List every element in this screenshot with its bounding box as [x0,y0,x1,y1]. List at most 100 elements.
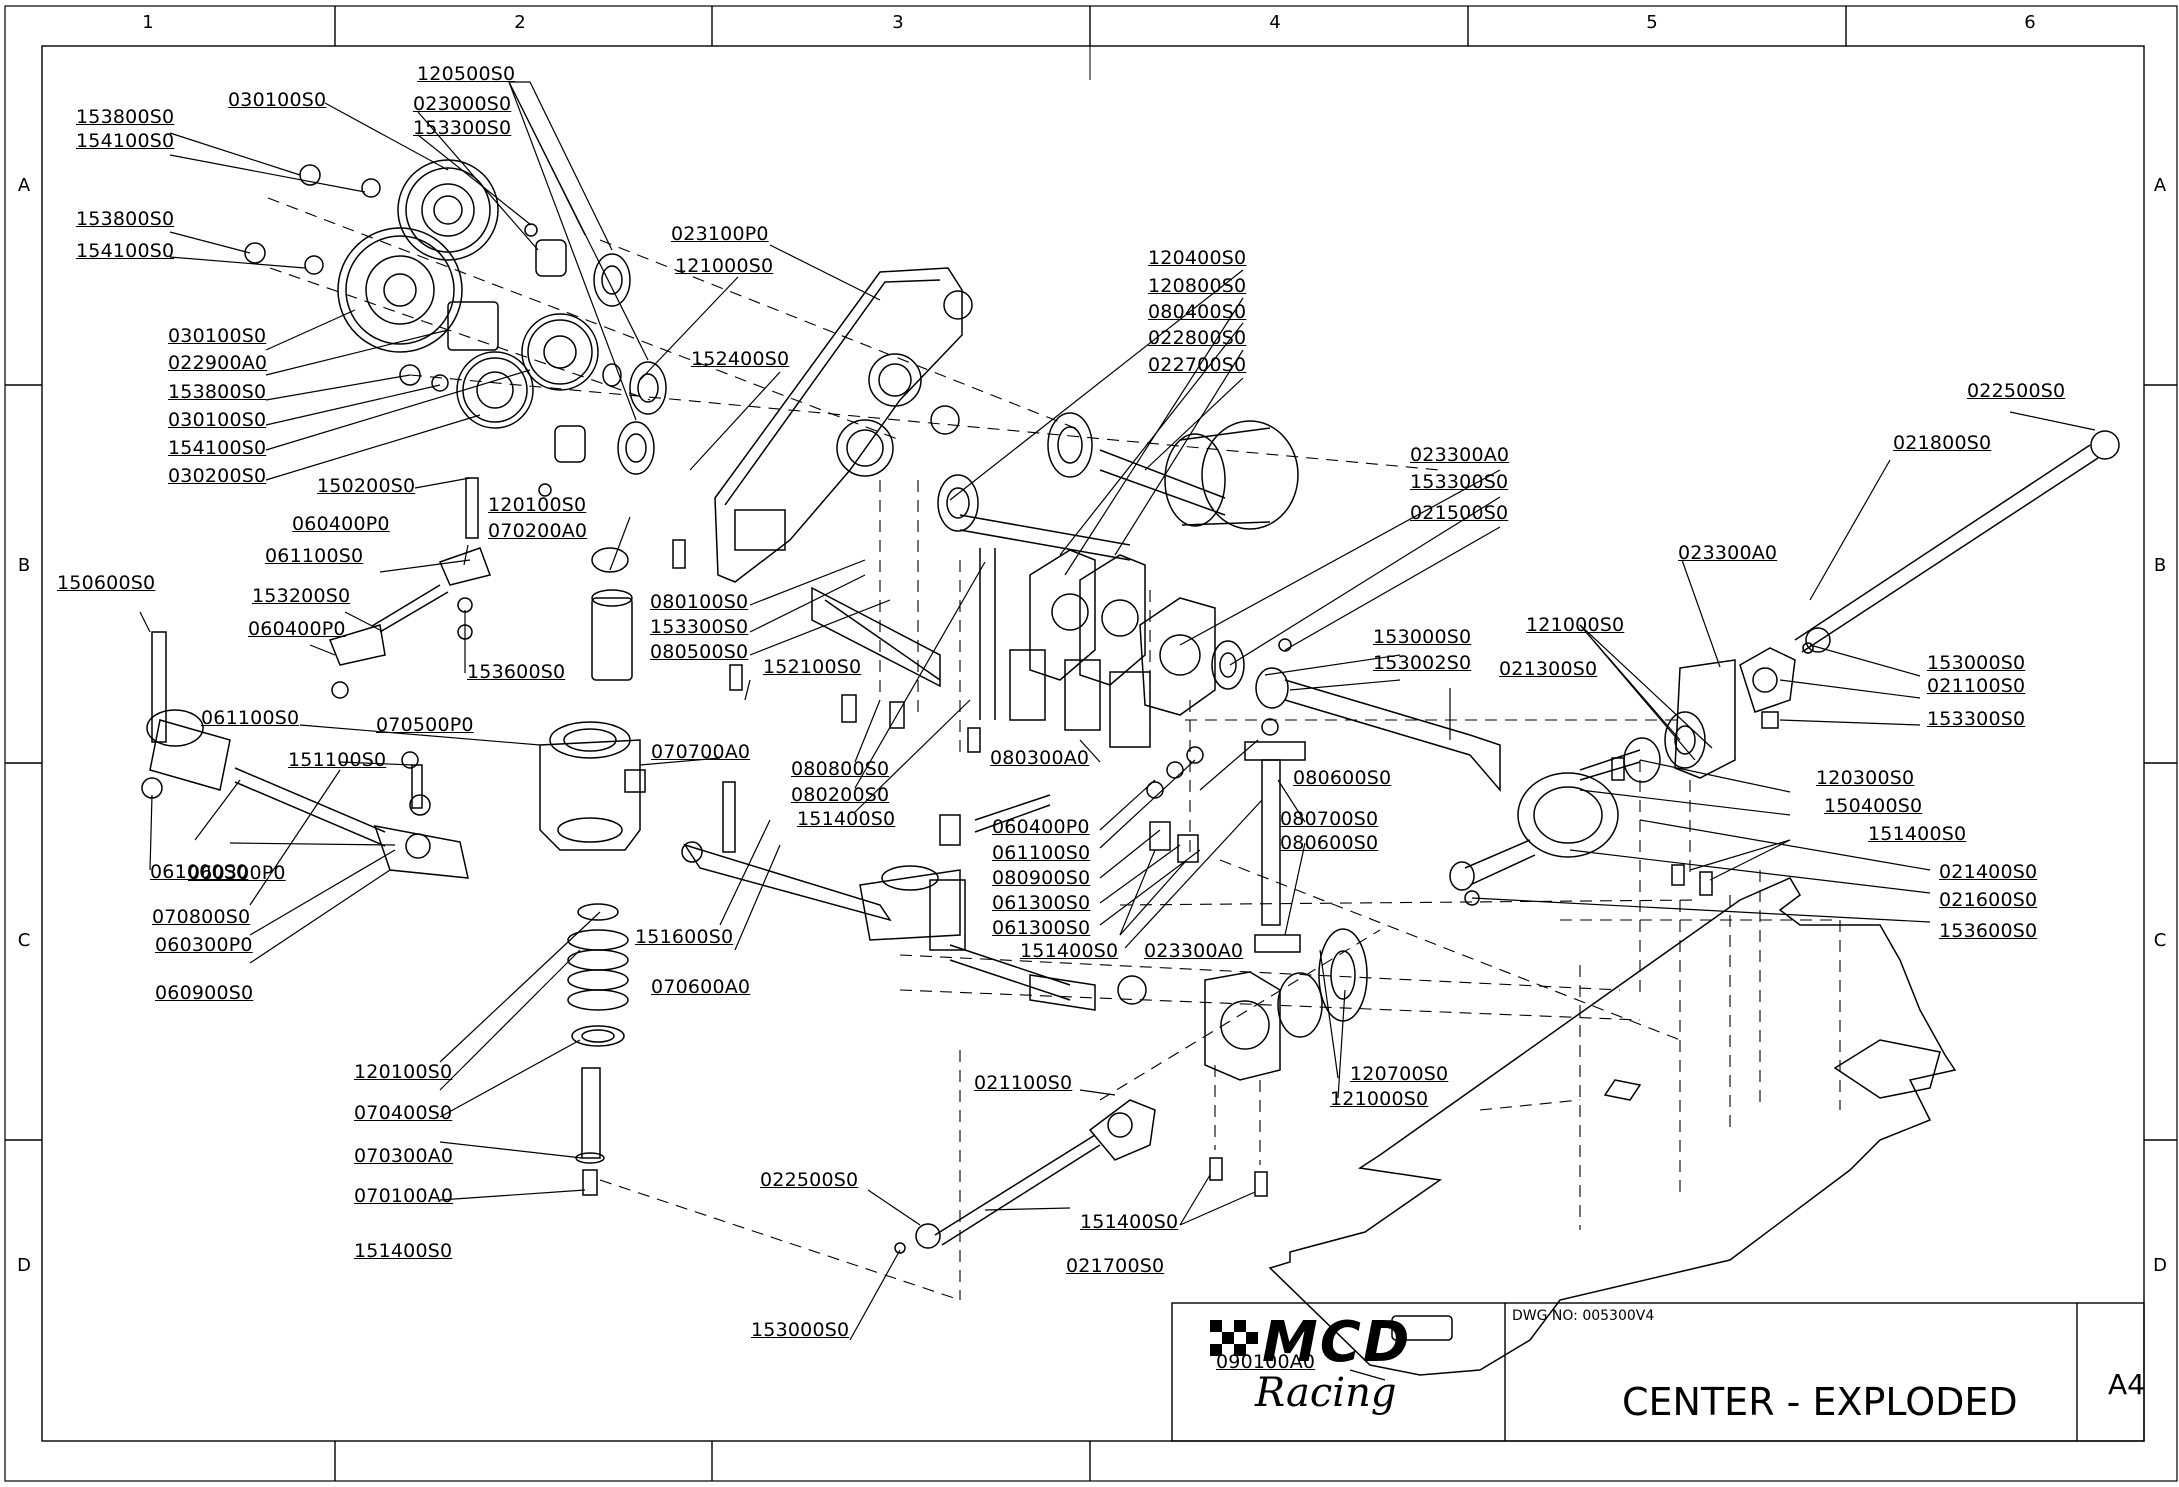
part-number-callout: 080600S0 [1293,767,1392,789]
part-number-callout: 120100S0 [354,1061,453,1083]
logo-text-mcd: MCD [1262,1310,1412,1375]
part-number-callout: 061300S0 [992,917,1091,939]
zone-column-label: 2 [514,12,526,33]
zone-column-label: 3 [892,12,904,33]
logo-text-racing: Racing [1255,1370,1397,1416]
drawing-number: DWG NO: 005300V4 [1512,1308,1655,1324]
zone-column-label: 1 [142,12,154,33]
part-number-callout: 021100S0 [974,1072,1073,1094]
part-number-callout: 022700S0 [1148,354,1247,376]
part-number-callout: 120800S0 [1148,275,1247,297]
part-number-callout: 060400P0 [292,513,390,535]
part-number-callout: 022900A0 [168,352,268,374]
part-number-callout: 153000S0 [751,1319,850,1341]
zone-row-label: A [2153,175,2167,196]
part-number-callout: 080500S0 [650,641,749,663]
part-number-callout: 153600S0 [1939,920,2038,942]
part-number-callout: 153200S0 [252,585,351,607]
part-number-callout: 080600S0 [1280,832,1379,854]
part-number-callout: 120300S0 [1816,767,1915,789]
part-number-callout: 023300A0 [1144,940,1244,962]
part-number-callout: 153300S0 [413,117,512,139]
part-number-callout: 023000S0 [413,93,512,115]
part-number-callout: 151400S0 [1080,1211,1179,1233]
zone-row-label: D [17,1255,31,1276]
part-number-callout: 070600A0 [651,976,751,998]
part-number-callout: 061100S0 [265,545,364,567]
part-number-callout: 152400S0 [691,348,790,370]
part-number-callout: 150200S0 [317,475,416,497]
part-number-callout: 022500S0 [1967,380,2066,402]
zone-column-label: 4 [1269,12,1281,33]
part-number-callout: 153300S0 [1410,471,1509,493]
part-number-callout: 060900S0 [155,982,254,1004]
part-number-callout: 120700S0 [1350,1063,1449,1085]
part-number-callout: 021500S0 [1410,502,1509,524]
part-number-callout: 023100P0 [671,223,769,245]
zone-row-label: B [17,555,31,576]
zone-row-label: C [17,930,31,951]
part-number-callout: 023300A0 [1410,444,1510,466]
part-number-callout: 021300S0 [1499,658,1598,680]
zone-row-label: D [2153,1255,2167,1276]
part-number-callout: 080400S0 [1148,301,1247,323]
part-number-callout: 061300S0 [992,892,1091,914]
part-number-callout: 154100S0 [76,240,175,262]
part-number-callout: 070400S0 [354,1102,453,1124]
zone-row-label: B [2153,555,2167,576]
part-number-callout: 151400S0 [1020,940,1119,962]
part-number-callout: 153600S0 [467,661,566,683]
part-number-callout: 070300A0 [354,1145,454,1167]
zone-row-label: A [17,175,31,196]
part-number-callout: 121000S0 [1330,1088,1429,1110]
part-number-callout: 060400P0 [992,816,1090,838]
part-number-callout: 153000S0 [1373,626,1472,648]
part-number-callout: 090100A0 [1216,1351,1316,1373]
part-number-callout: 021600S0 [1939,889,2038,911]
part-number-callout: 151600S0 [635,926,734,948]
part-number-callout: 022500S0 [760,1169,859,1191]
part-number-callout: 153800S0 [168,381,267,403]
part-number-callout: 150600S0 [57,572,156,594]
part-number-callout: 060300P0 [188,862,286,884]
part-number-callout: 153002S0 [1373,652,1472,674]
part-number-callout: 154100S0 [76,130,175,152]
part-number-callout: 023300A0 [1678,542,1778,564]
part-number-callout: 121000S0 [1526,614,1625,636]
zone-row-label: C [2153,930,2167,951]
part-number-callout: 030100S0 [228,89,327,111]
part-number-callout: 151400S0 [354,1240,453,1262]
part-number-callout: 150400S0 [1824,795,1923,817]
part-number-callout: 070700A0 [651,741,751,763]
part-number-callout: 021100S0 [1927,675,2026,697]
part-number-callout: 080700S0 [1280,808,1379,830]
part-number-callout: 154100S0 [168,437,267,459]
part-number-callout: 021800S0 [1893,432,1992,454]
zone-column-label: 6 [2024,12,2036,33]
part-number-callout: 153300S0 [650,616,749,638]
part-number-callout: 120500S0 [417,63,516,85]
part-number-callout: 080900S0 [992,867,1091,889]
part-number-callout: 061000S0 [150,861,249,883]
part-number-callout: 030200S0 [168,465,267,487]
part-number-callout: 151100S0 [288,749,387,771]
drawing-title: CENTER - EXPLODED [1622,1380,2018,1424]
part-number-callout: 060300P0 [155,934,253,956]
part-number-callout: 021700S0 [1066,1255,1165,1277]
part-number-callout: 030100S0 [168,325,267,347]
part-number-callout: 153800S0 [76,208,175,230]
part-number-callout: 121000S0 [675,255,774,277]
part-number-callout: 153300S0 [1927,708,2026,730]
part-number-callout: 061100S0 [201,707,300,729]
part-number-callout: 151400S0 [797,808,896,830]
part-number-callout: 061100S0 [992,842,1091,864]
mcd-racing-logo [1210,1320,1258,1356]
part-number-callout: 070800S0 [152,906,251,928]
part-number-callout: 070200A0 [488,520,588,542]
part-number-callout: 060400P0 [248,618,346,640]
part-number-callout: 030100S0 [168,409,267,431]
part-number-callout: 120400S0 [1148,247,1247,269]
part-number-callout: 080100S0 [650,591,749,613]
